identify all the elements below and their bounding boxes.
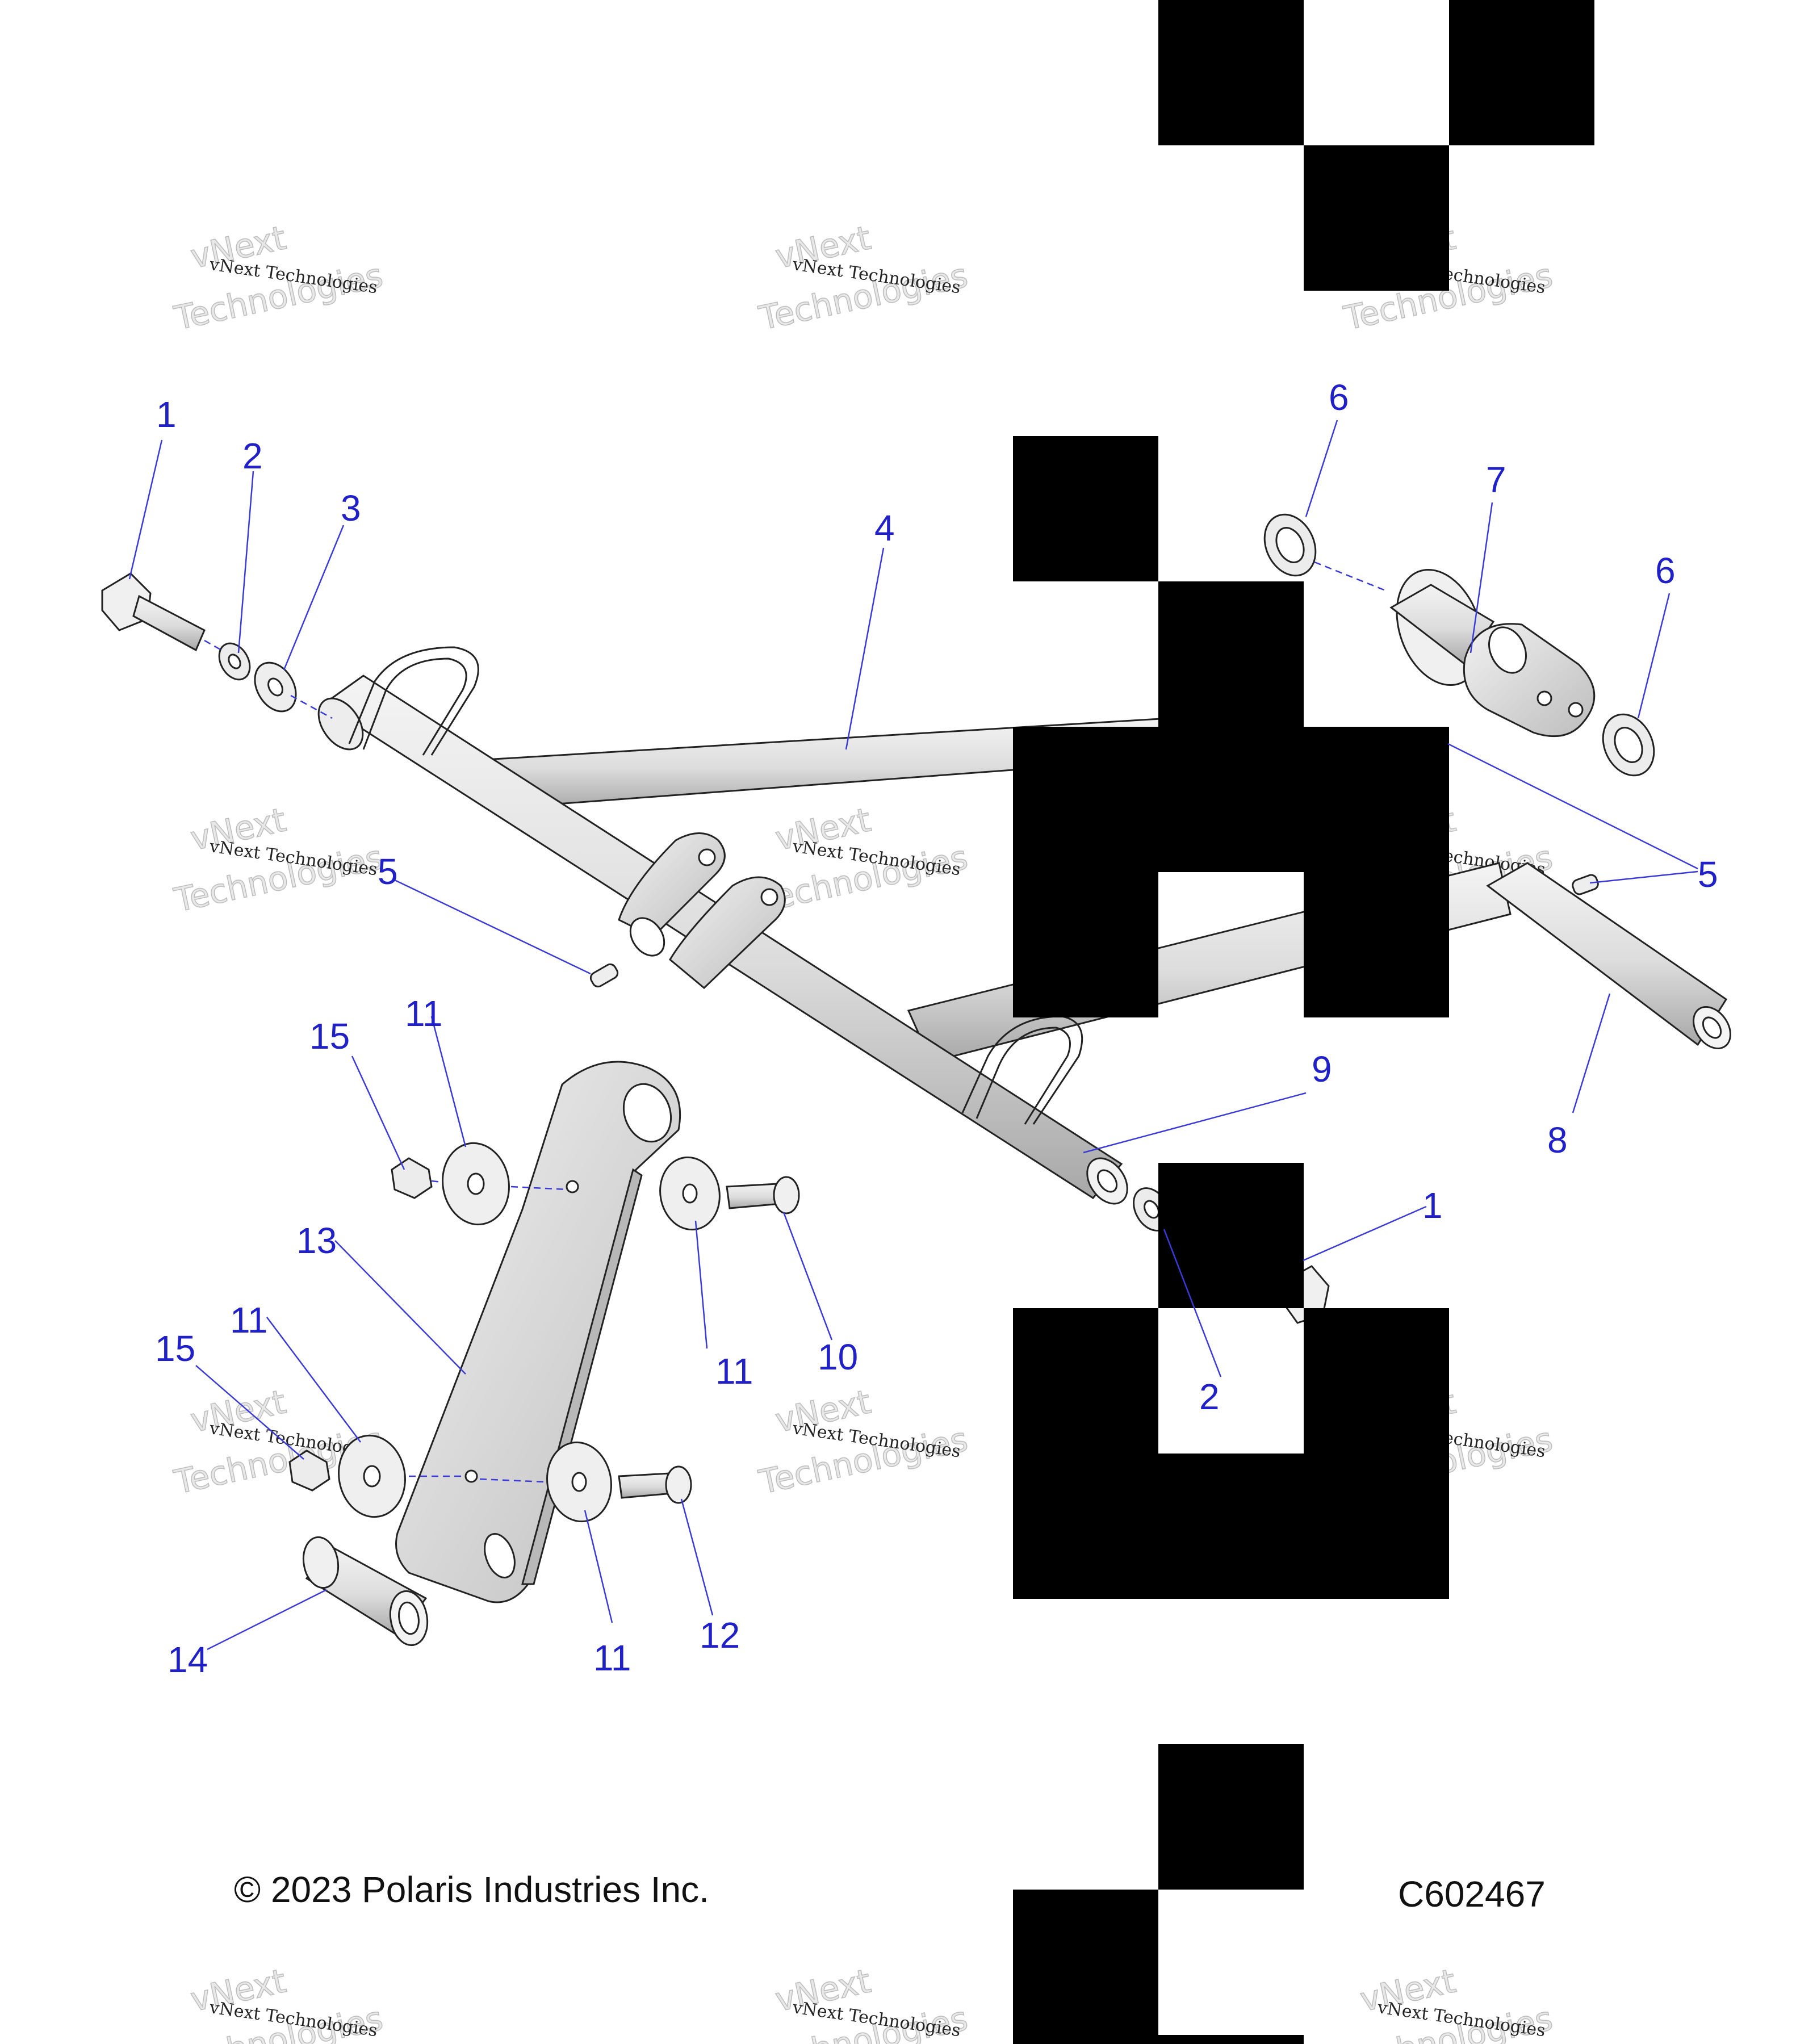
mask-block bbox=[1449, 0, 1594, 145]
callout-label: 11 bbox=[593, 1637, 631, 1678]
mask-block bbox=[1304, 1308, 1449, 1599]
axis-line bbox=[204, 639, 222, 651]
callout-label: 11 bbox=[715, 1351, 753, 1392]
link-top-eye bbox=[622, 1083, 672, 1143]
grease-fitting-right bbox=[1572, 874, 1599, 895]
stop-plate-7 bbox=[1463, 623, 1596, 738]
callout-label: 6 bbox=[1655, 550, 1676, 591]
mask-block bbox=[1158, 2035, 1304, 2044]
washer-11-bottom-left-hole bbox=[363, 1465, 381, 1488]
axis-line bbox=[510, 1186, 568, 1191]
callout-label: 4 bbox=[874, 508, 895, 548]
link-hole-top bbox=[566, 1180, 579, 1193]
axis-line bbox=[290, 694, 333, 719]
bushing-body bbox=[1389, 584, 1495, 666]
callout-label: 1 bbox=[1422, 1185, 1443, 1226]
callout-label: 15 bbox=[155, 1328, 195, 1369]
callout-label: 5 bbox=[1698, 854, 1718, 895]
mask-block bbox=[1013, 1308, 1158, 1599]
link-arm-13 bbox=[395, 1061, 681, 1603]
mask-block bbox=[1013, 1890, 1158, 2044]
shock-link-assembly bbox=[288, 1061, 800, 1647]
redaction-masks bbox=[1013, 0, 1594, 2044]
mask-block bbox=[1158, 0, 1304, 145]
bracket-collar bbox=[629, 917, 665, 957]
washer-11-top-left-hole bbox=[467, 1172, 485, 1195]
callout-label: 13 bbox=[296, 1220, 337, 1261]
callout-label: 15 bbox=[309, 1016, 350, 1057]
washer-6-right-hole bbox=[1614, 727, 1643, 763]
bolt-12-head bbox=[665, 1465, 692, 1504]
nut-15-top bbox=[391, 1157, 433, 1199]
bolt-12-shank bbox=[618, 1472, 674, 1499]
callout-label: 9 bbox=[1312, 1049, 1332, 1090]
callout-label: 12 bbox=[700, 1615, 740, 1656]
callout-leaders bbox=[128, 420, 1698, 1651]
callout-numbers: 1 2 3 4 5 6 7 6 5 8 9 1 2 11 15 13 11 10… bbox=[155, 377, 1718, 1680]
bolt-shank-1 bbox=[132, 594, 206, 652]
axis-line bbox=[431, 1180, 443, 1183]
pivot-tube-right-bore bbox=[1096, 1169, 1118, 1193]
mask-block bbox=[1304, 872, 1449, 1017]
mask-block bbox=[1013, 872, 1158, 1017]
tie-loop-right-inner bbox=[976, 1027, 1071, 1125]
callout-label: 2 bbox=[242, 435, 263, 476]
callout-label: 3 bbox=[341, 488, 361, 529]
tie-loop-left-inner bbox=[362, 657, 467, 756]
nut-15-bottom bbox=[288, 1450, 330, 1492]
shock-bracket-front bbox=[618, 832, 726, 938]
mask-block bbox=[1158, 581, 1304, 727]
mask-block bbox=[1304, 145, 1449, 291]
mask-block bbox=[1158, 1454, 1304, 1599]
callout-label: 6 bbox=[1329, 377, 1349, 418]
link-hole-bottom bbox=[464, 1469, 478, 1483]
callout-label: 14 bbox=[168, 1639, 208, 1680]
callout-label: 1 bbox=[156, 394, 177, 435]
mask-block bbox=[1013, 436, 1158, 581]
washer-6-top-hole bbox=[1275, 527, 1305, 563]
right-tube-bore bbox=[1702, 1016, 1722, 1039]
stop-plate-collar bbox=[1488, 626, 1527, 674]
left-bolt-stack bbox=[101, 572, 333, 719]
link-bottom-eye bbox=[484, 1533, 516, 1578]
tie-loop-left bbox=[348, 646, 479, 756]
bracket-hole-front bbox=[698, 848, 716, 866]
washer-11-bottom-right-hole bbox=[571, 1472, 587, 1492]
mask-block bbox=[1158, 1163, 1304, 1308]
stop-plate-hole-2 bbox=[1568, 702, 1584, 718]
bushing-14-bore bbox=[398, 1601, 420, 1635]
callout-label: 8 bbox=[1547, 1120, 1568, 1161]
callout-label: 2 bbox=[1199, 1376, 1220, 1417]
shock-bracket-rear bbox=[669, 876, 786, 990]
copyright-text: © 2023 Polaris Industries Inc. bbox=[234, 1869, 709, 1910]
mask-block bbox=[1013, 727, 1449, 872]
bolt-10-head bbox=[773, 1176, 800, 1214]
bushing-14-end-left bbox=[302, 1536, 340, 1589]
callout-label: 5 bbox=[378, 851, 398, 892]
a-arm-right-tube bbox=[1486, 862, 1728, 1046]
axis-line bbox=[1314, 561, 1386, 592]
callout-label: 11 bbox=[405, 993, 442, 1034]
mask-block bbox=[1158, 1744, 1304, 1890]
stop-plate-hole-1 bbox=[1537, 690, 1552, 706]
lock-washer-2-right-hole bbox=[1144, 1200, 1159, 1219]
watermark-grid: vNext Technologies vNext Technologies vN… bbox=[170, 218, 1556, 2044]
washer-11-top-right-hole bbox=[682, 1183, 698, 1204]
diagram-code: C602467 bbox=[1398, 1874, 1546, 1915]
washer-3-hole bbox=[267, 677, 283, 697]
grease-fitting-left bbox=[589, 963, 619, 988]
bolt-10-shank bbox=[726, 1183, 782, 1209]
bracket-hole-rear bbox=[760, 888, 778, 906]
callout-label: 11 bbox=[230, 1300, 267, 1341]
callout-label: 10 bbox=[818, 1337, 858, 1377]
lock-washer-2-hole bbox=[228, 654, 241, 669]
callout-label: 7 bbox=[1486, 459, 1506, 500]
stop-plate-assembly bbox=[1263, 513, 1655, 777]
